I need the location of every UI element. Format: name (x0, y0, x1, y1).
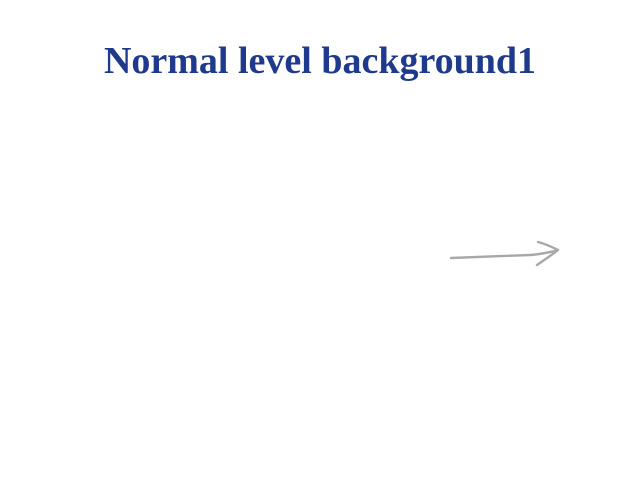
level-title: Normal level background1 (103, 40, 537, 82)
arrow-right-icon (449, 240, 560, 267)
next-arrow-button[interactable] (444, 232, 568, 272)
